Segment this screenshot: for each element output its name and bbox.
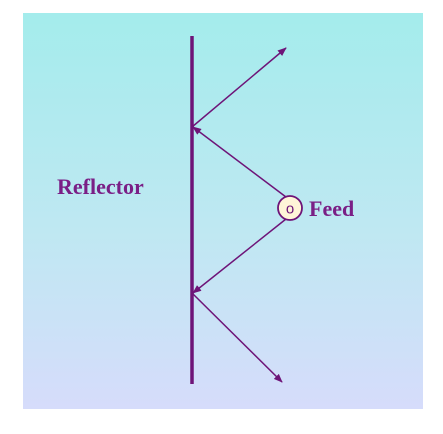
- feed-source-icon: o: [277, 195, 303, 221]
- reflector-label: Reflector: [57, 174, 144, 199]
- feed-symbol: o: [286, 201, 294, 218]
- incident-ray-upper: [192, 126, 287, 198]
- reflected-ray-upper: [191, 47, 287, 128]
- diagram-background-panel: [23, 13, 423, 409]
- reflected-ray-lower: [191, 292, 283, 383]
- incident-ray-lower: [192, 218, 287, 294]
- feed-label: Feed: [309, 196, 354, 221]
